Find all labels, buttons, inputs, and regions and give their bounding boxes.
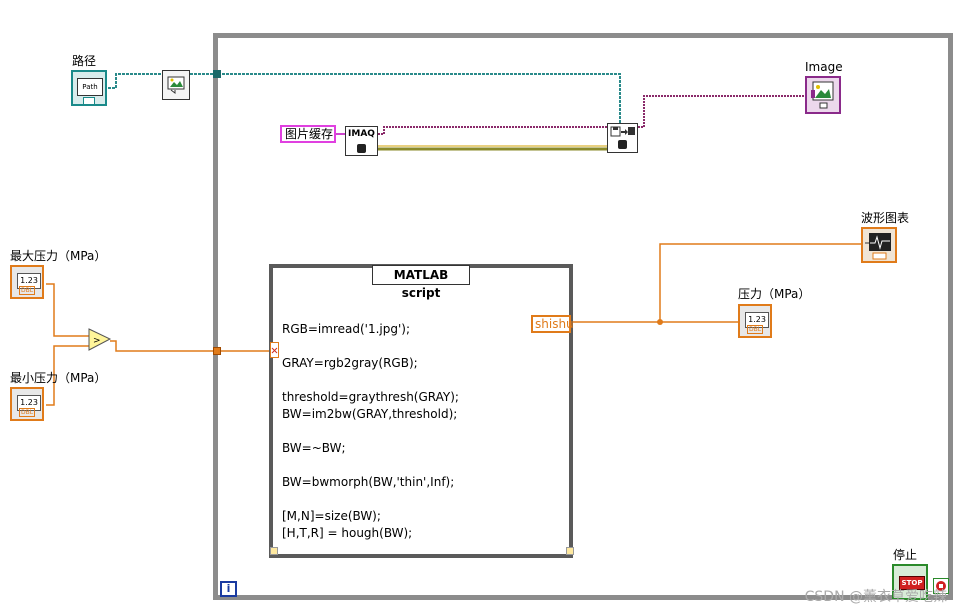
compare-tunnel xyxy=(213,347,221,355)
stop-button-control[interactable]: STOP xyxy=(892,564,928,600)
path-type-icon xyxy=(83,97,95,105)
matlab-code-line[interactable]: [M,N]=size(BW); xyxy=(282,509,381,523)
imaq-sub-icon xyxy=(357,144,366,153)
stop-if-true-icon xyxy=(936,581,946,591)
image-display-icon xyxy=(811,81,834,109)
matlab-code-line[interactable]: GRAY=rgb2gray(RGB); xyxy=(282,356,418,370)
max-pressure-control[interactable]: 1.23 DBL xyxy=(10,265,44,299)
path-tunnel xyxy=(213,70,221,78)
waveform-icon xyxy=(865,233,891,260)
waveform-chart-indicator[interactable] xyxy=(861,227,897,263)
path-control-text: Path xyxy=(77,78,103,96)
matlab-input-terminal[interactable] xyxy=(270,342,279,358)
svg-text:>: > xyxy=(93,336,101,346)
pressure-indicator[interactable]: 1.23 DBL xyxy=(738,304,772,338)
path-label: 路径 xyxy=(72,54,97,68)
pressure-display: 1.23 xyxy=(745,312,769,328)
min-pressure-label: 最小压力（MPa） xyxy=(10,371,107,385)
matlab-output-terminal[interactable]: shishu xyxy=(531,315,574,333)
matlab-code-line[interactable]: [H,T,R] = hough(BW); xyxy=(282,526,413,540)
path-control[interactable]: Path xyxy=(71,70,107,106)
imaq-readfile-function[interactable] xyxy=(607,123,638,153)
min-pressure-type: DBL xyxy=(19,408,36,417)
matlab-resize-handle-left[interactable] xyxy=(270,547,278,555)
matlab-code-line[interactable]: BW=bwmorph(BW,'thin',Inf); xyxy=(282,475,455,489)
stop-button-face: STOP xyxy=(899,576,925,590)
max-pressure-type: DBL xyxy=(19,286,36,295)
watermark: CSDN @薰衣草爱吃辣 xyxy=(804,589,947,605)
imaq-create-function[interactable]: IMAQ xyxy=(345,126,378,156)
image-buffer-constant[interactable]: 图片缓存 xyxy=(280,125,336,143)
waveform-chart-label: 波形图表 xyxy=(861,211,910,225)
matlab-code-line[interactable]: threshold=graythresh(GRAY); xyxy=(282,390,459,404)
picture-icon xyxy=(167,76,185,94)
max-pressure-display: 1.23 xyxy=(17,273,41,289)
loop-condition-terminal[interactable] xyxy=(933,578,949,594)
image-indicator[interactable] xyxy=(805,76,841,114)
max-pressure-label: 最大压力（MPa） xyxy=(10,249,107,263)
while-loop[interactable] xyxy=(213,33,953,600)
pressure-type: DBL xyxy=(747,325,764,334)
imaq-text: IMAQ xyxy=(348,129,375,139)
iteration-terminal[interactable]: i xyxy=(220,581,237,597)
min-pressure-control[interactable]: 1.23 DBL xyxy=(10,387,44,421)
min-pressure-display: 1.23 xyxy=(17,395,41,411)
pressure-label: 压力（MPa） xyxy=(738,287,811,301)
matlab-script-title: MATLAB script xyxy=(372,265,470,300)
read-image-function[interactable] xyxy=(162,70,190,100)
matlab-code-line[interactable]: BW=~BW; xyxy=(282,441,346,455)
image-label: Image xyxy=(805,60,843,74)
matlab-code-line[interactable]: RGB=imread('1.jpg'); xyxy=(282,322,410,336)
matlab-resize-handle-right[interactable] xyxy=(566,547,574,555)
input-marker-icon xyxy=(271,347,278,354)
stop-label: 停止 xyxy=(893,548,918,562)
file-load-icon xyxy=(610,126,635,149)
matlab-code-line[interactable]: BW=im2bw(GRAY,threshold); xyxy=(282,407,458,421)
greater-than-node[interactable]: > xyxy=(88,328,112,352)
